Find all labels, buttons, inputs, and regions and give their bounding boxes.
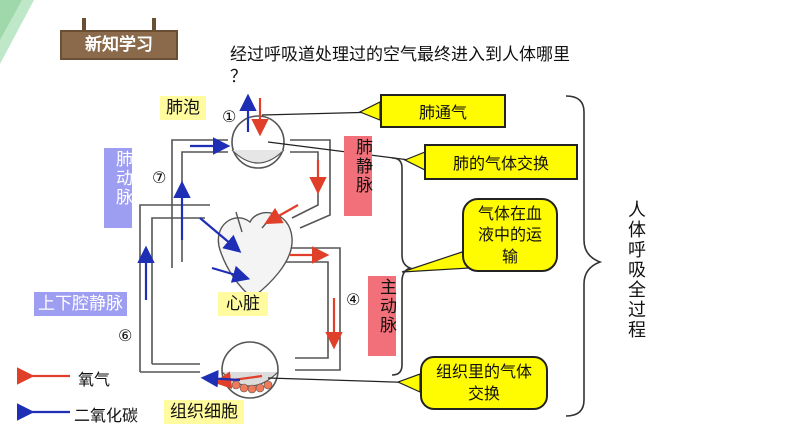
callout-tissue-exchange: 组织里的气体交换 [420, 356, 548, 410]
callout-transport-tail [401, 251, 471, 273]
legend-oxygen-label: 氧气 [78, 370, 111, 389]
legend-co2-label: 二氧化碳 [74, 406, 139, 425]
corner-decoration [0, 0, 34, 64]
heart-shape [217, 211, 293, 299]
label-pulmonary-vein: 肺静脉 [344, 136, 372, 216]
label-pulmonary-artery: 肺动脉 [104, 148, 132, 228]
section-badge: 新知学习 [60, 18, 178, 64]
callout-blood-transport: 气体在血液中的运输 [462, 198, 558, 272]
label-vena-cava: 上下腔静脉 [34, 292, 127, 317]
number-7: ⑦ [152, 168, 167, 187]
arrow-co2-to-heart-2 [211, 265, 251, 283]
question-line-2: ？ [230, 67, 247, 87]
callout-lung-exchange: 肺的气体交换 [424, 144, 578, 180]
arrow-co2-from-cells [200, 369, 241, 388]
section-badge-label: 新知学习 [60, 30, 178, 60]
arrow-co2-to-heart-1 [199, 217, 242, 253]
number-1: ① [222, 107, 237, 126]
number-4: ④ [346, 290, 361, 309]
callout-tissue-exchange-tail [396, 373, 421, 393]
label-tissue-cells: 组织细胞 [164, 400, 244, 425]
tissue-cell-shape [221, 341, 279, 399]
summary-text: 人体呼吸全过程 [625, 200, 646, 340]
label-heart: 心脏 [218, 292, 268, 317]
number-6: ⑥ [118, 326, 133, 345]
label-aorta: 主动脉 [368, 276, 396, 356]
question-line-1: 经过呼吸道处理过的空气最终进入到人体哪里 [230, 45, 570, 65]
question-text: 经过呼吸道处理过的空气最终进入到人体哪里 ？ [230, 44, 670, 88]
brace-transport [391, 157, 413, 376]
callout-lung-exchange-tail [403, 151, 426, 171]
callout-ventilation: 肺通气 [380, 94, 506, 128]
alveolus-shape [231, 115, 285, 169]
label-alveolus: 肺泡 [160, 96, 206, 121]
arrow-o2-to-heart [264, 204, 299, 225]
brace-summary [565, 95, 603, 417]
callout-ventilation-tail [358, 101, 381, 121]
